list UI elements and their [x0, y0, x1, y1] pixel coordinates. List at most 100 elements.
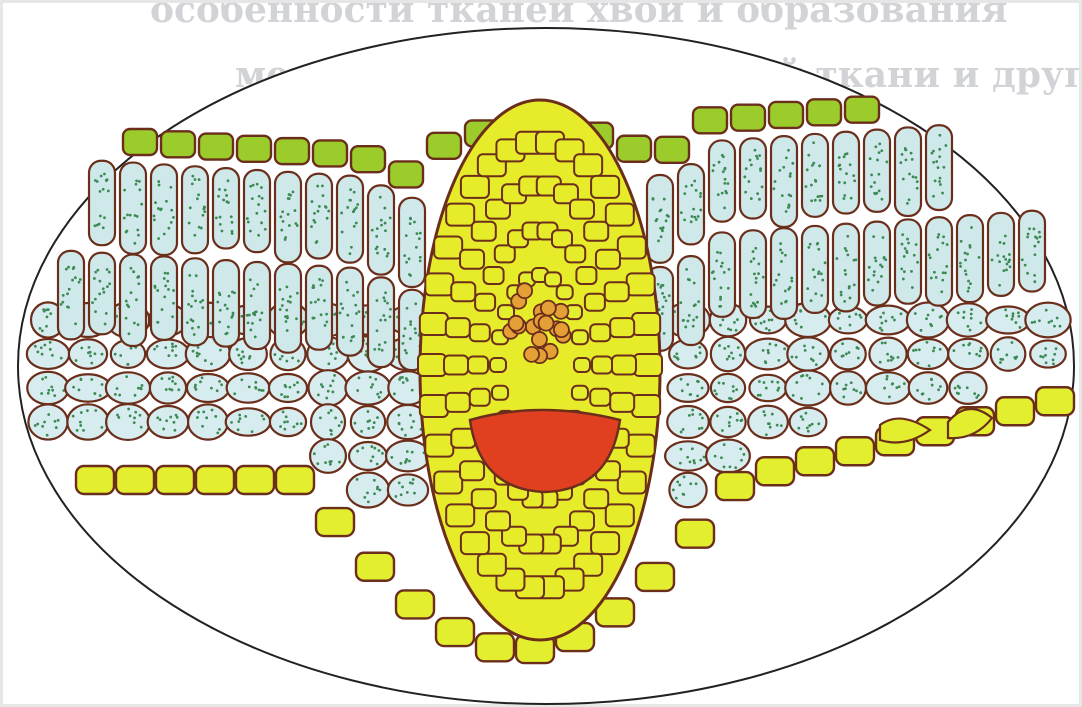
spongy-cell: [388, 474, 428, 505]
vein-cell-ring-4: [545, 272, 561, 286]
epidermis-cell: [655, 137, 689, 163]
spongy-cell: [147, 340, 189, 369]
palisade-cell: [120, 163, 146, 254]
epidermis-cell: [237, 136, 271, 162]
vein-cell-ring-3: [576, 267, 596, 284]
vein-cell-ring-3: [590, 389, 610, 406]
vein-cell-ring-2: [451, 282, 475, 301]
vein-cell-ring-1: [446, 504, 474, 526]
vein-cell-ring-2: [446, 393, 470, 412]
palisade-cell: [740, 138, 766, 218]
vein-cell-ring-4: [557, 285, 573, 299]
lower-epidermis-cell: [196, 466, 234, 494]
palisade-cell: [647, 175, 673, 263]
vein-cell-ring-1: [418, 354, 446, 376]
spongy-cell: [711, 374, 745, 402]
vein-cell-ring-1: [461, 176, 489, 198]
palisade-cell: [89, 253, 115, 335]
spongy-cell: [748, 406, 788, 438]
spongy-cell: [830, 371, 866, 404]
lower-epidermis-cell: [276, 466, 314, 494]
vein-cell-ring-1: [632, 313, 660, 335]
vein-cell-ring-1: [627, 435, 655, 457]
vein-cell-ring-2: [610, 318, 634, 337]
vein-cell-ring-1: [434, 471, 462, 493]
vein-cell-ring-1: [591, 532, 619, 554]
vein-cell-ring-4: [490, 358, 506, 372]
lower-epidermis-cell: [236, 466, 274, 494]
vein-cell-ring-2: [460, 461, 484, 480]
xylem-cell: [509, 316, 524, 331]
epidermis-cell: [693, 107, 727, 133]
vein-cell-ring-2: [584, 489, 608, 508]
vein-cell-ring-3: [585, 294, 605, 311]
xylem-cell: [524, 347, 539, 362]
palisade-cell: [678, 256, 704, 345]
spongy-cell: [65, 374, 111, 402]
vein-cell-ring-1: [574, 154, 602, 176]
epidermis-cell: [123, 129, 157, 155]
spongy-cell: [787, 337, 828, 370]
lower-epidermis-cell: [396, 590, 434, 618]
xylem-cell: [532, 332, 547, 347]
vein-cell-ring-4: [572, 386, 588, 400]
spongy-cell: [947, 303, 989, 336]
palisade-cell: [833, 224, 859, 312]
palisade-cell: [864, 130, 890, 212]
vein-cell-ring-3: [484, 267, 504, 284]
vein-cell-ring-1: [627, 273, 655, 295]
spongy-cell: [27, 372, 68, 405]
vein-cell-ring-1: [618, 237, 646, 259]
palisade-cell: [740, 230, 766, 318]
vein-cell-ring-1: [606, 504, 634, 526]
spongy-cell: [311, 404, 345, 440]
palisade-cell: [399, 198, 425, 287]
palisade-cell: [771, 228, 797, 319]
vein-cell-ring-1: [634, 354, 662, 376]
vein-cell-ring-1: [591, 176, 619, 198]
vein-cell-ring-2: [460, 250, 484, 269]
palisade-cell: [244, 262, 270, 349]
central-vascular-bundle: [418, 100, 662, 640]
vein-cell-ring-3: [468, 357, 488, 374]
lower-epidermis-cell: [676, 520, 714, 548]
vein-cell-ring-1: [425, 435, 453, 457]
vein-cell-ring-1: [425, 273, 453, 295]
vein-cell-ring-3: [470, 389, 490, 406]
palisade-cell: [368, 277, 394, 367]
palisade-cell: [151, 164, 177, 255]
palisade-cell: [1019, 211, 1045, 292]
vein-cell-ring-1: [478, 554, 506, 576]
vein-cell-ring-1: [606, 204, 634, 226]
spongy-cell: [908, 339, 949, 369]
vein-cell-ring-2: [486, 511, 510, 530]
xylem-cell: [539, 316, 554, 331]
vein-cell-ring-3: [565, 245, 585, 262]
spongy-cell: [749, 375, 786, 401]
vein-cell-ring-3: [475, 294, 495, 311]
lower-epidermis-cell: [636, 563, 674, 591]
vein-cell-ring-2: [612, 356, 636, 375]
vein-cell-ring-2: [610, 393, 634, 412]
vein-cell-ring-3: [470, 324, 490, 341]
spongy-cell: [706, 439, 750, 472]
vein-cell-ring-2: [596, 250, 620, 269]
vein-cell-ring-1: [420, 313, 448, 335]
palisade-cell: [275, 264, 301, 353]
epidermis-cell: [199, 134, 233, 160]
spongy-cell: [349, 442, 387, 470]
spongy-cell: [1030, 340, 1066, 367]
palisade-cell: [213, 168, 239, 248]
vein-cell-ring-2: [570, 200, 594, 219]
epidermis-cell: [351, 146, 385, 172]
epidermis-cell: [161, 131, 195, 157]
vein-cell-ring-1: [446, 204, 474, 226]
spongy-cell: [1025, 303, 1070, 338]
palisade-cell: [926, 217, 952, 305]
spongy-cell: [991, 337, 1026, 371]
vein-cell-ring-2: [446, 318, 470, 337]
palisade-cell: [709, 140, 735, 221]
lower-epidermis-cell: [476, 633, 514, 661]
